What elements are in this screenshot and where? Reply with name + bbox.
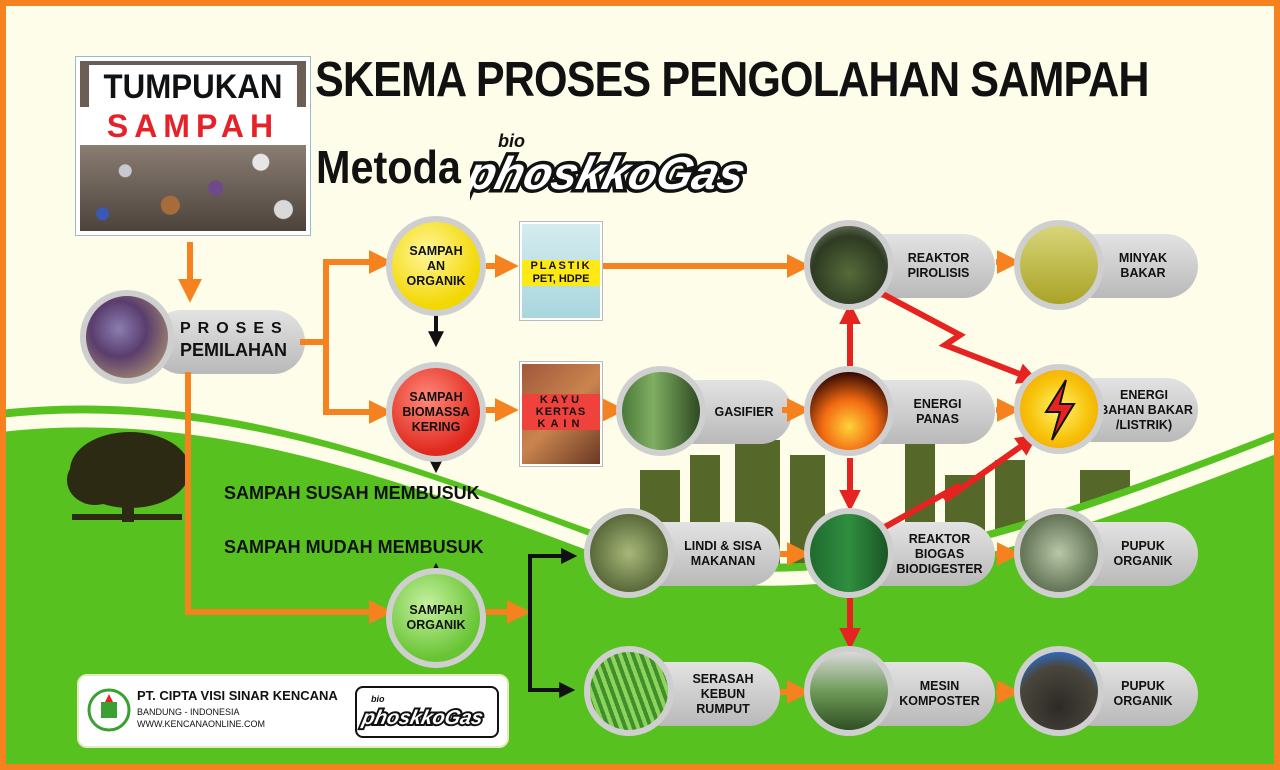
fertilizer-1-photo bbox=[1014, 508, 1104, 598]
lightning-icon bbox=[1044, 379, 1076, 441]
composter-photo bbox=[804, 646, 894, 736]
node-biomass-l2: BIOMASSA bbox=[402, 404, 470, 419]
gasifier-photo bbox=[616, 366, 706, 456]
energy-photo bbox=[1014, 364, 1104, 454]
company-box: PT. CIPTA VISI SINAR KENCANA BANDUNG - I… bbox=[77, 674, 509, 748]
litter-photo bbox=[584, 646, 674, 736]
page-title: SKEMA PROSES PENGOLAHAN SAMPAH bbox=[315, 53, 1150, 107]
label-hard-to-decompose: SAMPAH SUSAH MEMBUSUK bbox=[224, 483, 480, 503]
waste-pile-title: TUMPUKAN bbox=[89, 65, 297, 109]
sorting-label-line1: PROSES bbox=[180, 320, 289, 337]
company-location: BANDUNG - INDONESIA bbox=[137, 707, 240, 717]
company-website: WWW.KENCANAONLINE.COM bbox=[137, 719, 266, 729]
node-anorganic-l1: SAMPAH bbox=[409, 243, 463, 258]
tag-wood-l3: KAIN bbox=[522, 418, 600, 430]
node-anorganic-l2: AN bbox=[426, 258, 446, 273]
svg-text:phoskkoGas: phoskkoGas bbox=[359, 707, 485, 729]
pyrolysis-photo bbox=[804, 220, 894, 310]
company-brand-logo: bio phoskkoGas bbox=[355, 686, 499, 738]
fertilizer-2-photo bbox=[1014, 646, 1104, 736]
svg-text:bio: bio bbox=[371, 694, 385, 704]
sorting-photo bbox=[80, 290, 174, 384]
node-organic-l1: SAMPAH bbox=[409, 603, 463, 617]
tag-plastic-l2: PET, HDPE bbox=[522, 273, 600, 286]
tag-plastic: PLASTIK PET, HDPE bbox=[520, 222, 602, 320]
pill-gasifier-label: GASIFIER bbox=[714, 404, 774, 419]
biogas-photo bbox=[804, 508, 894, 598]
waste-pile-subtitle: SAMPAH bbox=[80, 107, 306, 145]
leachate-photo bbox=[584, 508, 674, 598]
sorting-label-line2: PEMILAHAN bbox=[180, 340, 287, 360]
tag-plastic-l1: PLASTIK bbox=[522, 260, 600, 273]
waste-pile-box: TUMPUKAN SAMPAH bbox=[76, 57, 310, 235]
tag-wood-l1: KAYU bbox=[522, 394, 600, 406]
brand-name: phoskkoGas bbox=[470, 148, 751, 199]
brand-logo: bio phoskkoGas bbox=[457, 127, 760, 212]
tag-wood-l2: KERTAS bbox=[522, 406, 600, 418]
tag-wood: KAYU KERTAS KAIN bbox=[520, 362, 602, 466]
fuel-oil-photo bbox=[1014, 220, 1104, 310]
node-anorganic-l3: ORGANIK bbox=[406, 273, 466, 288]
brand-prefix: bio bbox=[498, 131, 525, 151]
heat-photo bbox=[804, 366, 894, 456]
company-logo-icon bbox=[87, 688, 131, 732]
node-biomass-l3: KERING bbox=[411, 419, 461, 434]
sorting-pill bbox=[150, 310, 305, 374]
node-organic-l2: ORGANIK bbox=[406, 618, 466, 632]
pill-energy-label: ENERGI(BAHAN BAKAR/LISTRIK) bbox=[1095, 387, 1193, 432]
company-name: PT. CIPTA VISI SINAR KENCANA bbox=[137, 688, 338, 703]
label-easy-to-decompose: SAMPAH MUDAH MEMBUSUK bbox=[224, 537, 484, 557]
tree-silhouette bbox=[67, 432, 190, 522]
page-subtitle: Metoda bbox=[316, 141, 461, 193]
waste-pile-photo bbox=[80, 145, 306, 231]
node-biomass-l1: SAMPAH bbox=[409, 389, 463, 404]
